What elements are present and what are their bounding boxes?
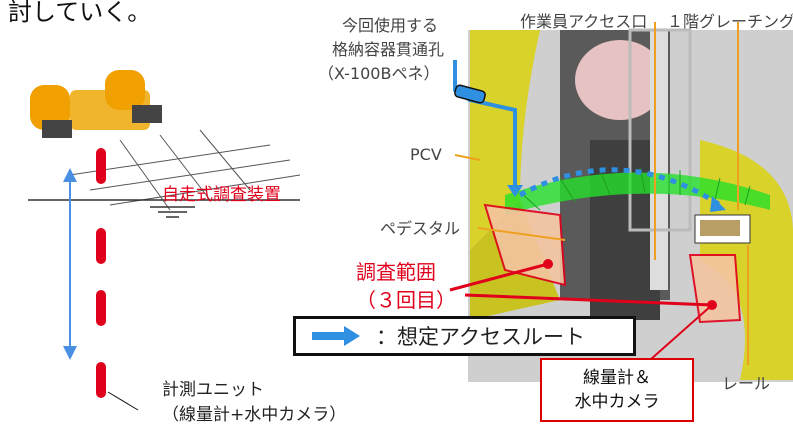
range-arrowhead-top xyxy=(63,168,77,182)
dosimeter-label-2: 水中カメラ xyxy=(574,392,660,412)
survey-range-label-1: 調査範囲 xyxy=(356,260,436,284)
grating xyxy=(505,172,770,215)
pipe-frame xyxy=(628,28,692,232)
penetration-label-3: （X-100Bペネ） xyxy=(318,64,440,83)
self-propelled-label: 自走式調査装置 xyxy=(162,185,281,205)
header-text: 討していく。 xyxy=(8,0,152,26)
survey-range-label-2: （３回目） xyxy=(356,288,456,312)
pcv-pointer xyxy=(454,154,481,161)
pink-ellipse xyxy=(575,40,665,120)
penetration-label-1: 今回使用する xyxy=(342,16,439,35)
dosimeter-label-1: 線量計＆ xyxy=(583,368,651,388)
access-route-arc xyxy=(518,167,722,208)
route-arrowhead xyxy=(507,185,523,197)
water-surface-mark xyxy=(150,206,195,218)
legend-text: ：想定アクセスルート xyxy=(376,325,585,349)
measurement-units xyxy=(96,148,106,398)
survey-connector-left xyxy=(449,262,549,292)
arc-arrowhead xyxy=(710,196,726,212)
survey-range-right xyxy=(688,254,742,324)
worker-access-label: 作業員アクセス口 xyxy=(520,12,648,31)
rail-label: レール xyxy=(722,374,771,393)
grating-label: １階グレーチング xyxy=(667,12,793,31)
pcv-label: PCV xyxy=(410,145,442,164)
dosimeter-camera-callout: 線量計＆ 水中カメラ xyxy=(540,358,694,422)
pcv-wall xyxy=(470,30,540,250)
survey-connector-right xyxy=(464,293,713,307)
penetration-label-2: 格納容器貫通孔 xyxy=(332,40,445,59)
robot-illustration xyxy=(30,70,162,138)
camera-body xyxy=(700,220,740,236)
pedestal-pointer xyxy=(477,227,566,241)
pipe xyxy=(650,30,668,290)
measurement-unit-pointer xyxy=(107,391,139,411)
measurement-unit-label-2: （線量計+水中カメラ） xyxy=(162,405,347,425)
penetration-pipe xyxy=(454,84,486,104)
legend-box: ：想定アクセスルート xyxy=(293,316,636,356)
measurement-unit-label-1: 計測ユニット xyxy=(162,380,264,400)
pedestal-label: ペデスタル xyxy=(380,219,461,238)
arrow-right-icon xyxy=(312,326,360,346)
range-arrowhead-bottom xyxy=(63,346,77,360)
